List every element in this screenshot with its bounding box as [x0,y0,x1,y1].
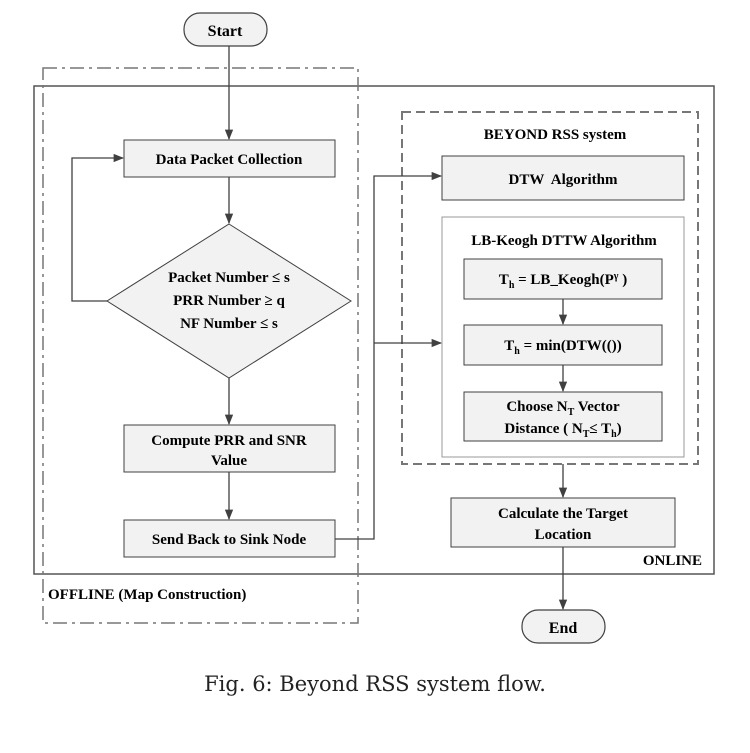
beyond-rss-label: BEYOND RSS system [484,127,627,143]
data-packet-box [123,139,336,178]
arrow-send-to-dtw [335,171,443,540]
decision-line2: PRR Number ≥ q [173,293,285,309]
data-packet-label: Data Packet Collection [156,152,303,168]
connectors [71,46,568,611]
compute-box [123,424,336,473]
decision-line3: NF Number ≤ s [180,316,278,332]
arrow-loop-back [71,153,125,302]
choose-box [463,391,663,442]
start-label: Start [208,23,243,40]
offline-label: OFFLINE (Map Construction) [48,587,246,603]
lbkeogh-label: LB-Keogh DTTW Algorithm [471,233,657,249]
choose-line2: Distance ( NT≤ Th) [504,421,621,440]
start-terminal [183,12,268,47]
compute-line1: Compute PRR and SNR [151,433,307,449]
offline-region [42,67,359,624]
dtw-label: DTW Algorithm [509,172,618,188]
choose-line1: Choose NT Vector [506,399,620,418]
online-label: ONLINE [643,553,702,569]
th-keogh-text: Th = LB_Keogh(Pγ ) [499,271,627,291]
th-min-box [463,324,663,366]
send-back-label: Send Back to Sink Node [152,532,307,548]
th-min-text: Th = min(DTW(()) [504,338,621,357]
decision-line1: Packet Number ≤ s [168,270,290,286]
dtw-box [441,155,685,201]
send-back-box [123,519,336,558]
calculate-line1: Calculate the Target [498,506,628,522]
system-frame [33,85,715,575]
end-label: End [549,620,578,637]
calculate-box [450,497,676,548]
beyond-rss-region [401,111,699,465]
figure-caption: Fig. 6: Beyond RSS system flow. [204,672,546,696]
compute-line2: Value [211,453,247,469]
th-keogh-box [463,258,663,300]
calculate-line2: Location [535,527,592,543]
